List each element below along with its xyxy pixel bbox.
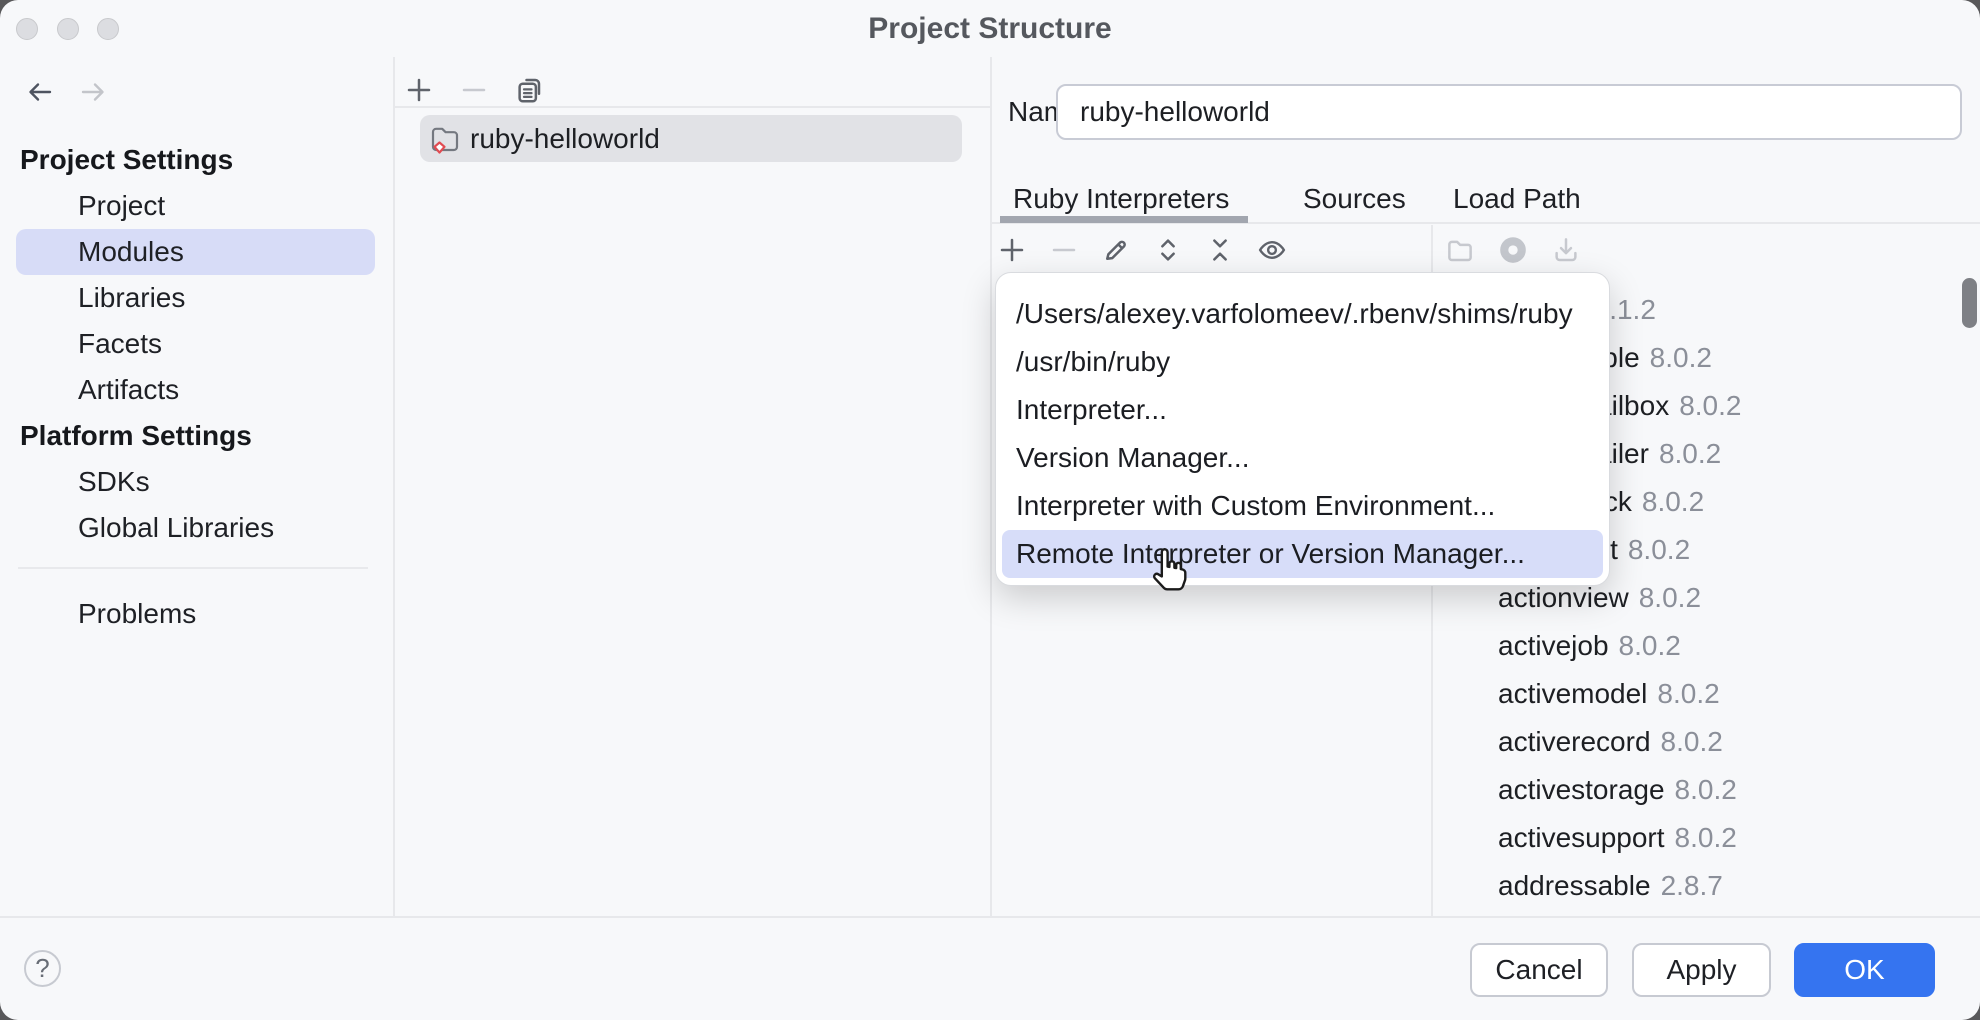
interpreters-toolbar (996, 234, 1288, 266)
remove-interpreter-button[interactable] (1048, 234, 1080, 266)
footer-divider (0, 916, 1980, 918)
gems-download-button[interactable] (1550, 234, 1582, 266)
modules-toolbar-border (395, 106, 990, 108)
add-module-button[interactable] (403, 74, 435, 106)
back-button[interactable] (26, 78, 54, 106)
folder-icon (1448, 240, 1472, 262)
collapse-icon (1213, 239, 1227, 261)
settings-category-list: Project Settings Project Modules Librari… (0, 137, 393, 551)
plus-icon (1000, 238, 1024, 262)
expand-all-button[interactable] (1152, 234, 1184, 266)
arrow-left-icon (29, 83, 52, 101)
show-hidden-button[interactable] (1256, 234, 1288, 266)
ok-button[interactable]: OK (1794, 943, 1935, 997)
sidebar-item-sdks[interactable]: SDKs (78, 466, 150, 497)
gem-icon (1500, 237, 1526, 263)
window-title: Project Structure (868, 12, 1112, 45)
gems-toolbar (1444, 234, 1582, 266)
sidebar-divider (393, 57, 395, 916)
tab-load-path[interactable]: Load Path (1453, 183, 1581, 214)
module-name-label: ruby-helloworld (470, 122, 660, 154)
download-icon (1555, 238, 1577, 262)
gems-folder-button[interactable] (1444, 234, 1476, 266)
expand-icon (1161, 239, 1175, 261)
add-interpreter-button[interactable] (996, 234, 1028, 266)
ruby-module-folder-icon (431, 127, 459, 154)
sidebar-header-platform-settings: Platform Settings (20, 420, 252, 451)
minimize-window-button[interactable] (57, 18, 79, 40)
sidebar-item-modules[interactable]: Modules (16, 229, 375, 275)
gems-attach-button[interactable] (1497, 234, 1529, 266)
sidebar-item-global-libraries[interactable]: Global Libraries (78, 512, 275, 543)
sidebar-header-project-settings: Project Settings (20, 144, 234, 175)
close-window-button[interactable] (16, 18, 38, 40)
edit-interpreter-button[interactable] (1100, 234, 1132, 266)
copy-module-button[interactable] (513, 74, 545, 106)
tab-ruby-interpreters[interactable]: Ruby Interpreters (1013, 183, 1230, 214)
arrow-right-icon (81, 83, 104, 101)
modules-toolbar (403, 74, 545, 106)
sidebar-item-facets[interactable]: Facets (78, 328, 163, 359)
module-list-item-ruby-helloworld[interactable]: ruby-helloworld (420, 115, 962, 162)
sidebar-item-libraries[interactable]: Libraries (78, 282, 186, 313)
zoom-window-button[interactable] (97, 18, 119, 40)
menu-item-interpreter-custom-env[interactable]: Interpreter with Custom Environment... (1016, 490, 1496, 521)
tabs-border (992, 222, 1980, 224)
sidebar-item-artifacts[interactable]: Artifacts (78, 374, 180, 405)
interpreter-dropdown-menu: /Users/alexey.varfolomeev/.rbenv/shims/r… (995, 272, 1610, 586)
forward-button[interactable] (79, 78, 107, 106)
menu-item-interpreter[interactable]: Interpreter... (1016, 394, 1167, 425)
menu-item-version-manager[interactable]: Version Manager... (1016, 442, 1250, 473)
module-name-input[interactable] (1056, 84, 1962, 140)
plus-icon (407, 78, 431, 102)
minus-icon (462, 88, 486, 92)
eye-icon (1258, 241, 1286, 259)
gems-scrollbar-thumb[interactable] (1962, 278, 1977, 328)
apply-button[interactable]: Apply (1632, 943, 1771, 997)
active-tab-underline (1000, 216, 1248, 223)
sidebar-item-problems[interactable]: Problems (78, 598, 197, 629)
menu-item-remote-interpreter[interactable]: Remote Interpreter or Version Manager... (1002, 530, 1603, 578)
sidebar-separator (18, 567, 368, 569)
copy-icon (518, 78, 541, 103)
tab-sources[interactable]: Sources (1303, 183, 1406, 214)
help-question-icon: ? (35, 953, 50, 983)
pencil-icon (1106, 240, 1126, 260)
modules-panel-divider (990, 57, 992, 916)
ruby-gem-badge-icon (433, 140, 446, 154)
help-button[interactable]: ? (24, 950, 61, 987)
collapse-all-button[interactable] (1204, 234, 1236, 266)
sidebar-item-project[interactable]: Project (78, 190, 166, 221)
menu-item-rbenv-ruby[interactable]: /Users/alexey.varfolomeev/.rbenv/shims/r… (1016, 298, 1573, 329)
minus-icon (1052, 248, 1076, 252)
menu-item-usr-bin-ruby[interactable]: /usr/bin/ruby (1016, 346, 1171, 377)
remove-module-button[interactable] (458, 74, 490, 106)
cancel-button[interactable]: Cancel (1470, 943, 1608, 997)
